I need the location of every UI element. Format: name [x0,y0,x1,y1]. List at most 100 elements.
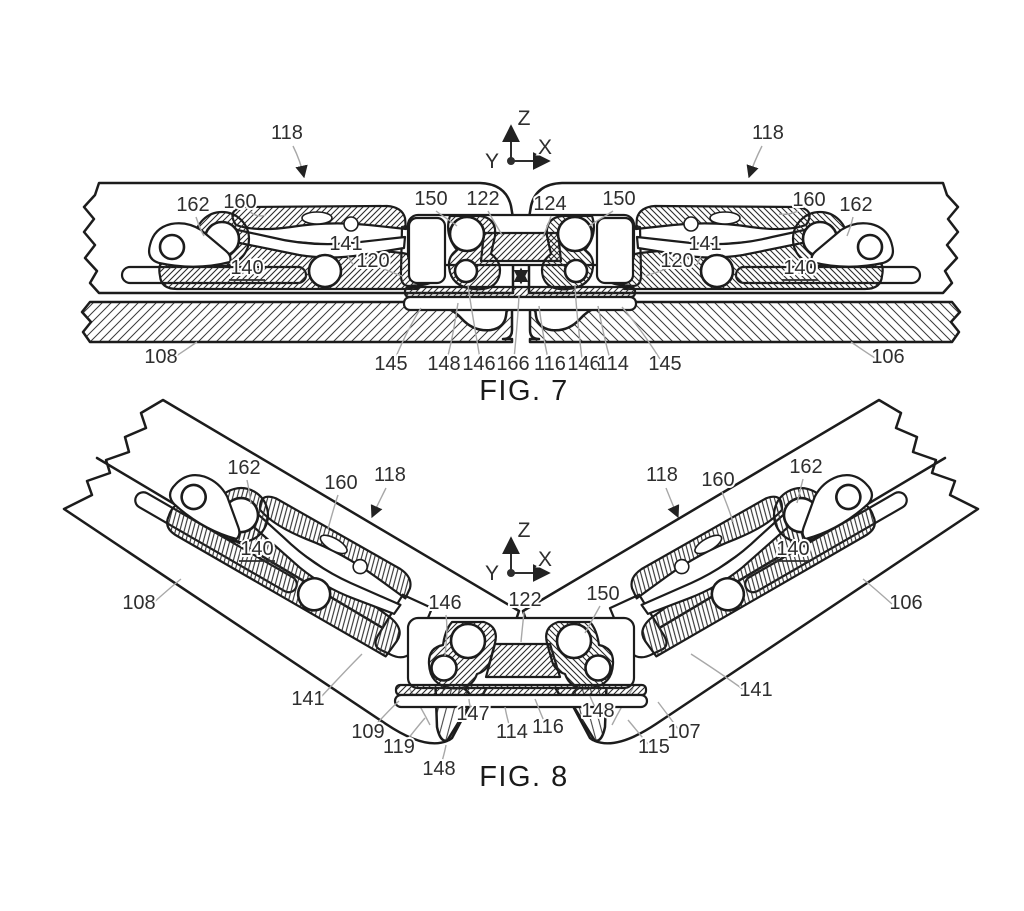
fig8-leader-150 [584,605,601,634]
fig8-ref-119: 119 [383,736,415,758]
fig7-axis-z: Z [518,107,531,130]
fig7-reference-numerals: 118 118 162 160 150 122 124 150 160 162 … [142,120,906,377]
fig8-ref-141-left: 141 [291,688,324,710]
fig8-leader-148-right [589,695,596,708]
fig7-ref-145-right: 145 [648,353,681,375]
fig8-ref-140-right: 140 [776,538,809,560]
fig8-hinge-module [393,616,649,709]
fig7-caption: FIG. 7 [479,375,569,407]
fig7-leader-124 [541,215,552,240]
fig8-leader-107 [657,701,679,730]
fig8-ref-160-right: 160 [701,469,734,491]
fig7-leader-146-left [467,284,481,360]
fig8-ref-109: 109 [351,721,384,743]
fig8-ref-141-right: 141 [739,679,772,701]
fig7-axis-x: X [538,136,552,159]
fig8-leaders [151,478,893,766]
fig8-leader-118-left [370,487,387,519]
fig7-ref-160-left: 160 [223,191,256,213]
fig7-leader-160-right [778,210,799,216]
fig7-ref-116: 116 [534,353,566,375]
fig8-axis-y: Y [485,562,499,585]
fig7-leader-162-left [195,216,205,237]
carrier-plate-145 [402,295,638,312]
fig7-ref-118-left: 118 [271,122,303,144]
fig7-ref-162-right: 162 [839,194,872,216]
fig8-leader-160-left [327,494,339,530]
fig7-leader-141-left [347,255,354,266]
fig7-ref-118-right: 118 [752,122,784,144]
fig7-ref-146-right: 146 [567,353,600,375]
fig8-ref-147: 147 [456,703,489,725]
axis-origin-dot [507,569,515,577]
fig8-leader-162-right [796,478,804,504]
fig7-leader-106 [850,341,876,359]
fig7-hinge-module [402,213,638,312]
fig7-leader-116 [538,305,549,360]
fig8-leader-114 [504,706,511,729]
fig8-ref-140-left: 140 [240,538,273,560]
fig7-ref-145-left: 145 [374,353,407,375]
fig8-leader-119 [403,717,426,745]
fig7-axis-y: Y [485,150,499,173]
fig7-leader-120-left [383,268,403,277]
fig8-leader-141-right [690,653,745,691]
fig8-leader-118-right [665,487,680,519]
fig7-ref-146-left: 146 [462,353,495,375]
fig7-hinge-body-right [540,214,596,291]
fig8-leader-147 [468,698,472,711]
figure-7: Z X Y [82,106,960,407]
axis-origin-dot [507,157,515,165]
hinge-side-plate-right [595,216,635,285]
fig8-ref-150: 150 [586,583,619,605]
fig8-ref-114: 114 [496,721,528,743]
fig8-ref-148-bottom-left: 148 [422,758,455,780]
fig8-leader-162-left [246,479,252,505]
fig8-leader-146 [444,614,448,657]
hinge-side-plate-left [407,216,447,285]
fig8-ref-160-left: 160 [324,472,357,494]
fig7-ref-108: 108 [144,346,177,368]
fig8-axis-z: Z [518,519,531,542]
fig7-axes: Z X Y [483,106,553,175]
fig8-axis-x: X [538,548,552,571]
fig7-ref-122: 122 [466,188,499,210]
fig8-leader-160-right [721,491,734,523]
fig7-ref-150-right: 150 [602,188,635,210]
fig7-ref-141-right: 141 [688,233,721,255]
fig7-leader-120-right [644,268,667,277]
flex-plate-116 [394,683,648,697]
fig7-leader-150-right [588,210,614,227]
fig7-ref-162-left: 162 [176,194,209,216]
fig7-leader-160-left [249,211,267,217]
fig7-leader-145-left [394,307,422,360]
fig7-leaders [172,145,876,360]
fig7-ref-140-right: 140 [783,257,816,279]
fig8-ref-118-right: 118 [646,464,678,486]
fig8-leader-116 [534,698,546,724]
fig7-ref-166: 166 [496,353,529,375]
fig7-ref-106: 106 [871,346,904,368]
fig7-leader-114 [597,305,611,360]
fig8-ref-146: 146 [428,592,461,614]
fig7-leader-141-right [696,255,702,266]
fig7-ref-141-left: 141 [329,233,362,255]
fig8-leader-106 [862,578,893,605]
fig7-ref-120-left: 120 [356,250,389,272]
fig7-ref-150-left: 150 [414,188,447,210]
fig7-leader-162-right [846,216,854,237]
fig8-ref-118-left: 118 [374,464,406,486]
fig8-ref-115: 115 [638,736,670,758]
fig7-ref-114: 114 [597,353,629,375]
fig7-leader-146-right [574,284,583,360]
carrier-plate-114 [393,693,649,709]
fig8-leader-148-bottom-left [440,744,447,766]
flex-plate-116 [403,285,637,299]
fig8-ref-107: 107 [667,721,700,743]
fig8-ref-162-right: 162 [789,456,822,478]
fig8-ref-148-right: 148 [581,700,614,722]
fig8-ref-108: 108 [122,592,155,614]
fig8-leader-109 [371,700,400,730]
fig7-leader-150-left [435,210,458,227]
